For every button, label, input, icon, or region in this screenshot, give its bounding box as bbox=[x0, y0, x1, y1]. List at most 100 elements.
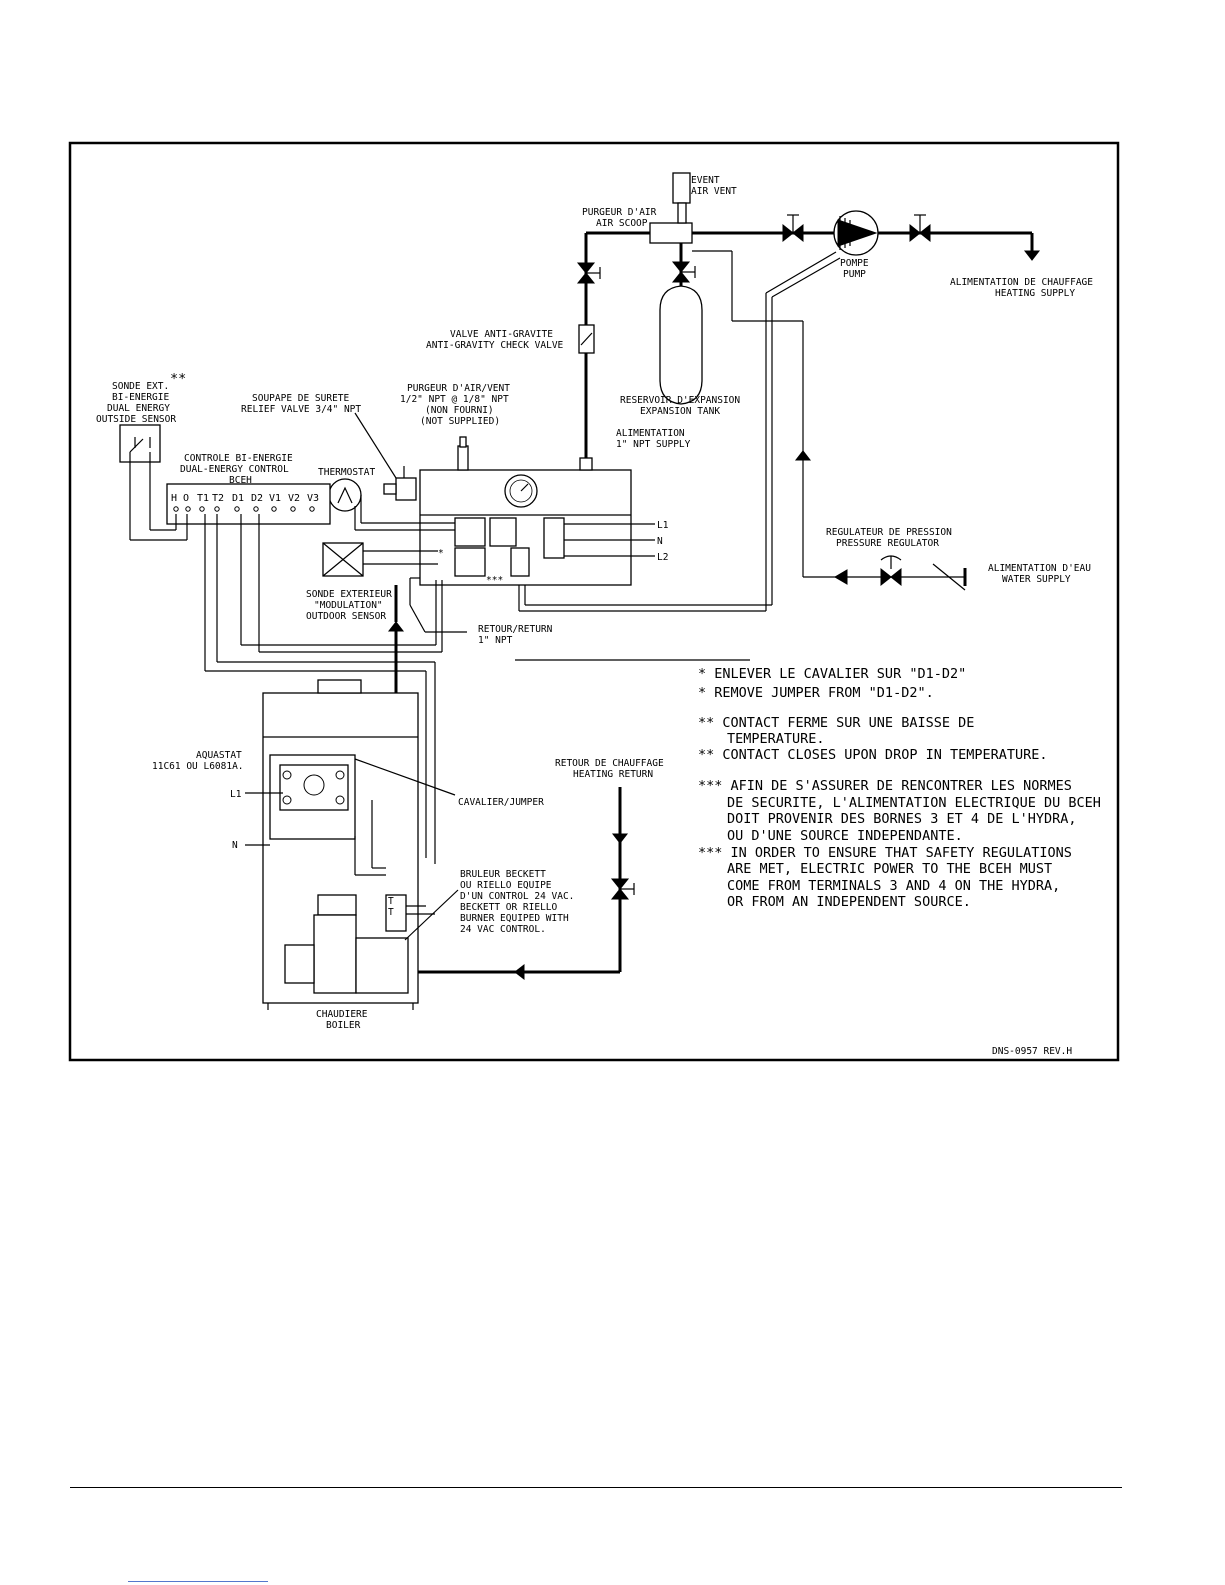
return-valve bbox=[610, 878, 635, 900]
outside-sensor-label-3: DUAL ENERGY bbox=[107, 403, 170, 414]
modulation-sensor-label-2: "MODULATION" bbox=[314, 600, 383, 611]
terminal-t2: T2 bbox=[212, 493, 224, 504]
note-line-4: TEMPERATURE. bbox=[727, 731, 825, 747]
heating-supply-label-en: HEATING SUPPLY bbox=[995, 288, 1075, 299]
pump bbox=[833, 210, 879, 256]
boiler-label-fr: CHAUDIERE bbox=[316, 1009, 368, 1020]
expansion-tank-label-en: EXPANSION TANK bbox=[640, 406, 720, 417]
return-piping bbox=[387, 577, 635, 981]
modulation-sensor-label-1: SONDE EXTERIEUR bbox=[306, 589, 392, 600]
note-line-3: ** CONTACT FERME SUR UNE BAISSE DE bbox=[698, 715, 974, 731]
vent-label-1: PURGEUR D'AIR/VENT bbox=[407, 383, 510, 394]
water-supply-label-fr: ALIMENTATION D'EAU bbox=[988, 563, 1091, 574]
terminal-d1: D1 bbox=[232, 493, 244, 504]
terminal-v2: V2 bbox=[288, 493, 300, 504]
drawing-frame bbox=[68, 141, 1120, 1062]
air-vent-label-en: AIR VENT bbox=[691, 186, 737, 197]
terminal-screw bbox=[253, 506, 259, 512]
burner-label-1: BRULEUR BECKETT bbox=[460, 869, 546, 880]
jumper-label: CAVALIER/JUMPER bbox=[458, 797, 544, 808]
aquastat-label-1: AQUASTAT bbox=[196, 750, 242, 761]
note-line-9: OU D'UNE SOURCE INDEPENDANTE. bbox=[727, 828, 963, 844]
terminal-screw bbox=[173, 506, 179, 512]
footer-rule bbox=[70, 1487, 1122, 1488]
terminal-o: O bbox=[183, 493, 189, 504]
terminal-v3: V3 bbox=[307, 493, 319, 504]
regulator-label-en: PRESSURE REGULATOR bbox=[836, 538, 939, 549]
control-label-1: CONTROLE BI-ENERGIE bbox=[184, 453, 293, 464]
supply-npt-label-2: 1" NPT SUPPLY bbox=[616, 439, 691, 450]
drawing-number: DNS-0957 REV.H bbox=[992, 1046, 1072, 1057]
air-scoop-label-en: AIR SCOOP bbox=[596, 218, 648, 229]
boiler bbox=[245, 679, 435, 1010]
heating-return-label-fr: RETOUR DE CHAUFFAGE bbox=[555, 758, 664, 769]
burner-label-6: 24 VAC CONTROL. bbox=[460, 924, 546, 935]
boiler-label-en: BOILER bbox=[326, 1020, 361, 1031]
air-scoop-label-fr: PURGEUR D'AIR bbox=[582, 207, 657, 218]
expansion-tank-label-fr: RESERVOIR D'EXPANSION bbox=[620, 395, 740, 406]
tank-valve bbox=[671, 261, 696, 283]
check-valve-label-en: ANTI-GRAVITY CHECK VALVE bbox=[426, 340, 564, 351]
control-label-2: DUAL-ENERGY CONTROL bbox=[180, 464, 289, 475]
supply-valve-2 bbox=[909, 214, 931, 243]
supply-npt-label-1: ALIMENTATION bbox=[616, 428, 685, 439]
heating-return-label-en: HEATING RETURN bbox=[573, 769, 653, 780]
burner bbox=[317, 894, 357, 916]
hydra-n-label: N bbox=[657, 536, 663, 547]
dual-energy-control bbox=[166, 483, 331, 525]
burner-label-5: BURNER EQUIPED WITH bbox=[460, 913, 569, 924]
vent-label-3: (NON FOURNI) bbox=[425, 405, 494, 416]
riser-valve bbox=[576, 262, 601, 284]
water-supply-label-en: WATER SUPPLY bbox=[1002, 574, 1071, 585]
hydra-star-label: * bbox=[438, 548, 444, 559]
note-line-8: DOIT PROVENIR DES BORNES 3 ET 4 DE L'HYD… bbox=[727, 811, 1077, 827]
air-scoop bbox=[649, 222, 693, 244]
outside-sensor-label-4: OUTSIDE SENSOR bbox=[96, 414, 176, 425]
sensor-stars: ** bbox=[170, 371, 186, 387]
note-line-5: ** CONTACT CLOSES UPON DROP IN TEMPERATU… bbox=[698, 747, 1048, 763]
outside-sensor bbox=[119, 424, 187, 541]
note-line-2: * REMOVE JUMPER FROM "D1-D2". bbox=[698, 685, 934, 701]
note-line-7: DE SECURITE, L'ALIMENTATION ELECTRIQUE D… bbox=[727, 795, 1101, 811]
return-npt-label-1: RETOUR/RETURN bbox=[478, 624, 553, 635]
note-line-6: *** AFIN DE S'ASSURER DE RENCONTRER LES … bbox=[698, 778, 1072, 794]
note-line-12: COME FROM TERMINALS 3 AND 4 ON THE HYDRA… bbox=[727, 878, 1060, 894]
control-wiring bbox=[175, 514, 443, 864]
footer-link-underline bbox=[128, 1581, 268, 1582]
burner-label-4: BECKETT OR RIELLO bbox=[460, 902, 558, 913]
relief-valve-label-fr: SOUPAPE DE SURETE bbox=[252, 393, 350, 404]
terminal-screw bbox=[214, 506, 220, 512]
aquastat-l1-label: L1 bbox=[230, 789, 242, 800]
aquastat-label-2: 11C61 OU L6081A. bbox=[152, 761, 244, 772]
terminal-v1: V1 bbox=[269, 493, 281, 504]
return-npt-label-2: 1" NPT bbox=[478, 635, 513, 646]
burner-t1-label: T bbox=[388, 896, 394, 907]
regulator-label-fr: REGULATEUR DE PRESSION bbox=[826, 527, 952, 538]
pump-label-fr: POMPE bbox=[840, 258, 869, 269]
vent-label-2: 1/2" NPT @ 1/8" NPT bbox=[400, 394, 509, 405]
outside-sensor-label-1: SONDE EXT. bbox=[112, 381, 169, 392]
terminal-screw bbox=[199, 506, 205, 512]
terminal-screw bbox=[290, 506, 296, 512]
burner-label-3: D'UN CONTROL 24 VAC. bbox=[460, 891, 574, 902]
relief-valve bbox=[395, 477, 417, 501]
heating-supply-label-fr: ALIMENTATION DE CHAUFFAGE bbox=[950, 277, 1093, 288]
modulation-sensor-label-3: OUTDOOR SENSOR bbox=[306, 611, 386, 622]
terminal-screw bbox=[234, 506, 240, 512]
hydra-control bbox=[383, 436, 655, 586]
terminal-screw bbox=[309, 506, 315, 512]
air-vent-small bbox=[457, 445, 469, 471]
check-valve-label-fr: VALVE ANTI-GRAVITE bbox=[450, 329, 553, 340]
burner-t2-label: T bbox=[388, 907, 394, 918]
burner-label-2: OU RIELLO EQUIPE bbox=[460, 880, 552, 891]
vent-label-4: (NOT SUPPLIED) bbox=[420, 416, 500, 427]
relief-valve-label-en: RELIEF VALVE 3/4" NPT bbox=[241, 404, 361, 415]
terminal-screw bbox=[185, 506, 191, 512]
note-line-10: *** IN ORDER TO ENSURE THAT SAFETY REGUL… bbox=[698, 845, 1072, 861]
expansion-tank bbox=[659, 285, 703, 405]
terminal-d2: D2 bbox=[251, 493, 263, 504]
leader-lines bbox=[354, 412, 467, 941]
terminal-screw bbox=[271, 506, 277, 512]
